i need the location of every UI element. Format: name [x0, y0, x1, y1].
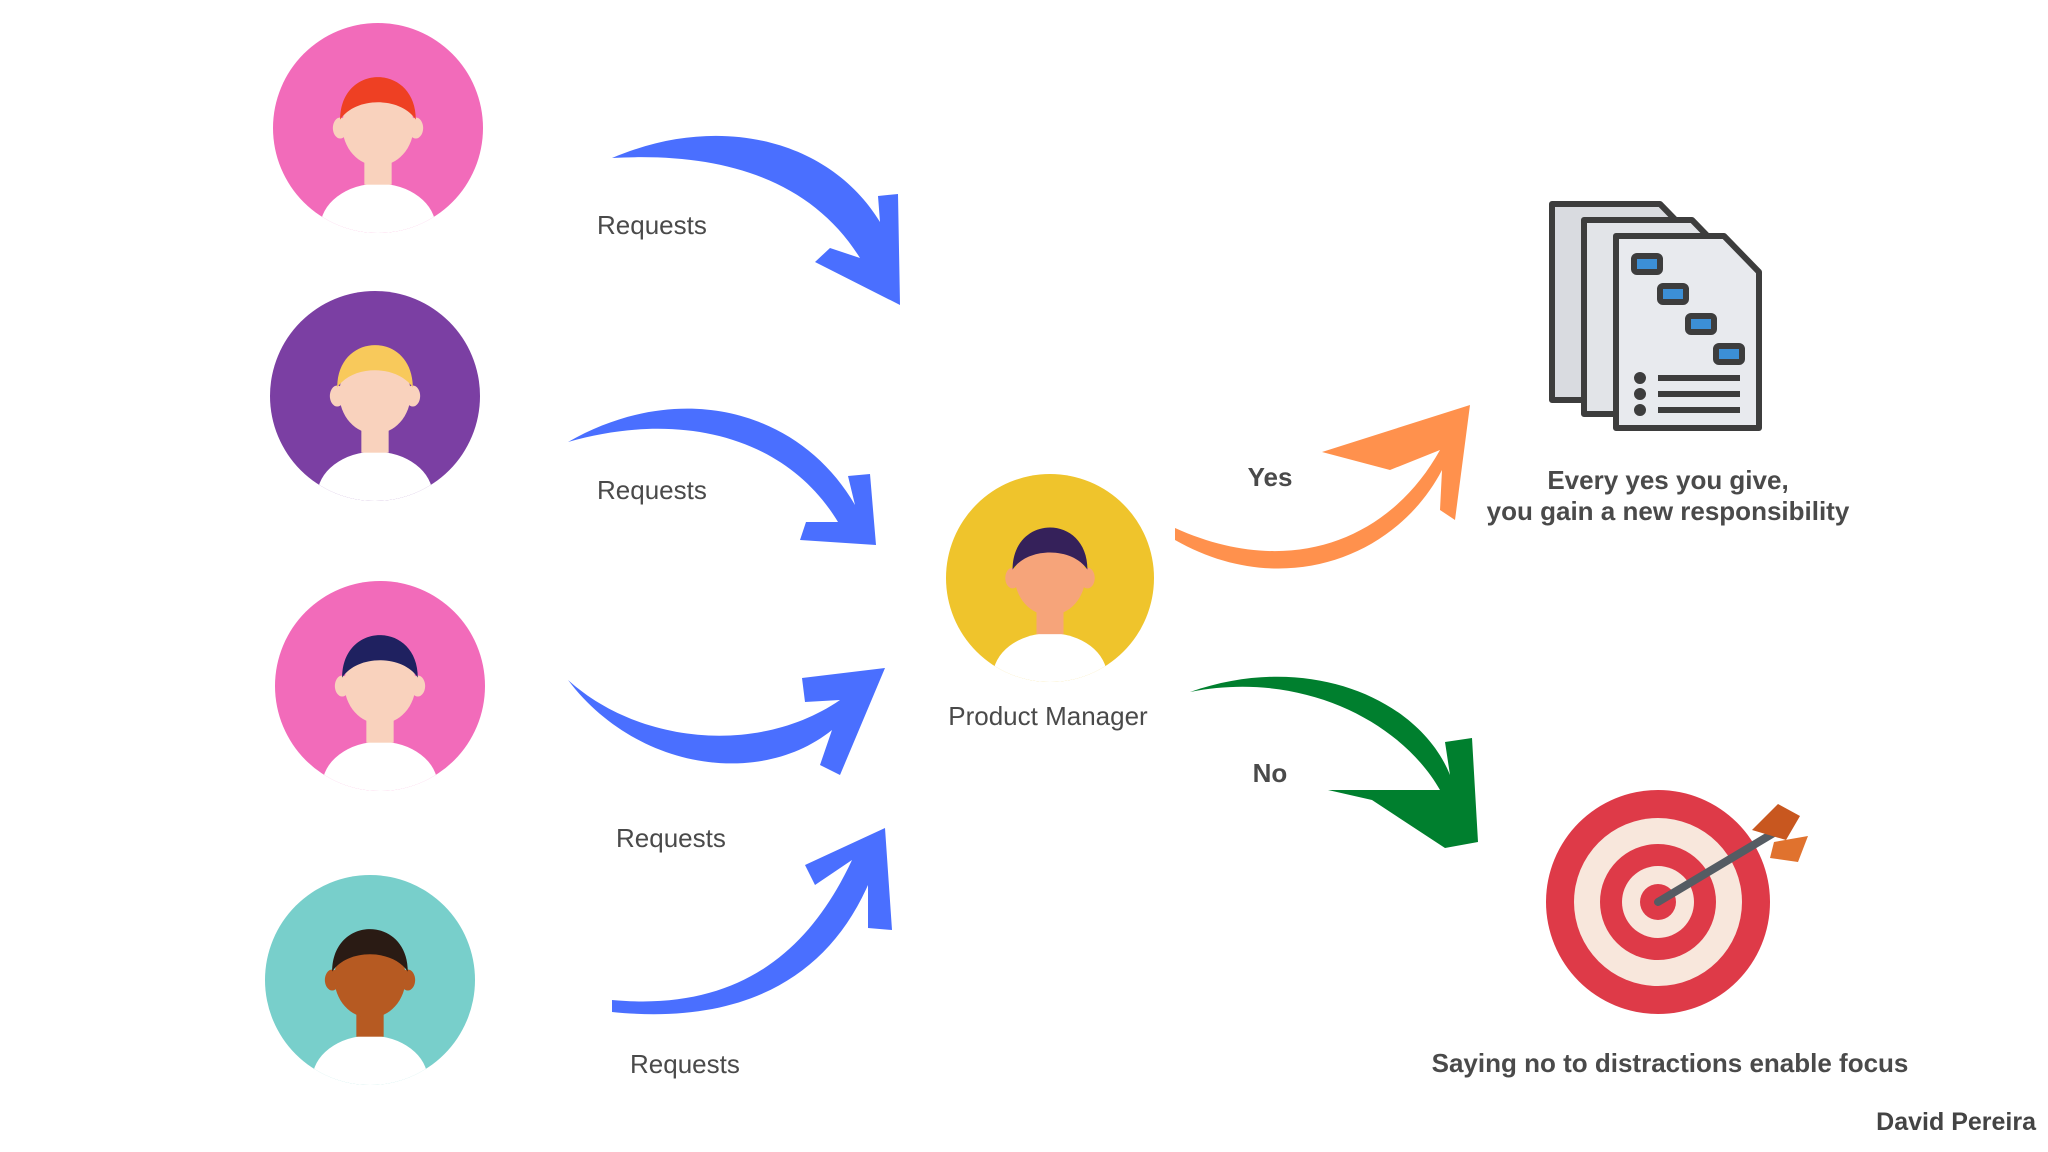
- yes-outcome-line1: Every yes you give,: [1547, 465, 1788, 495]
- target-icon: [1546, 790, 1808, 1014]
- avatar-face: [339, 354, 411, 434]
- documents-icon: [1549, 201, 1762, 431]
- request-arrow-3: [568, 668, 885, 775]
- stakeholder-avatar-2: [270, 291, 480, 501]
- yes-label: Yes: [1248, 462, 1293, 492]
- avatar-hair: [340, 77, 416, 120]
- pm-avatar-figure: [946, 474, 1154, 682]
- request-label-4: Requests: [630, 1049, 740, 1079]
- request-arrows: [568, 135, 900, 1015]
- request-labels: Requests Requests Requests Requests: [597, 210, 740, 1079]
- avatar-shirt: [992, 633, 1108, 682]
- avatar-hair: [332, 929, 408, 972]
- avatar-face: [334, 938, 406, 1018]
- request-arrow-4: [612, 828, 892, 1015]
- product-manager-label: Product Manager: [948, 701, 1148, 731]
- stakeholder-avatar-3: [275, 581, 485, 791]
- avatar-shirt: [320, 183, 436, 233]
- stakeholder-avatar-1: [273, 23, 483, 233]
- avatar-hair: [1012, 527, 1088, 570]
- request-label-2: Requests: [597, 475, 707, 505]
- avatar-shirt: [322, 741, 438, 791]
- avatar-shirt: [317, 451, 433, 501]
- request-arrow-2: [568, 408, 876, 545]
- request-label-1: Requests: [597, 210, 707, 240]
- stakeholder-avatars: [265, 23, 485, 1085]
- product-manager-avatar: [946, 474, 1154, 682]
- author-credit: David Pereira: [1876, 1108, 2037, 1136]
- avatar-shirt: [312, 1035, 428, 1085]
- request-arrow-1: [612, 135, 900, 305]
- no-arrow: [1190, 676, 1478, 848]
- avatar-hair: [337, 345, 413, 388]
- avatar-hair: [342, 635, 418, 678]
- avatar-face: [344, 644, 416, 724]
- request-label-3: Requests: [616, 823, 726, 853]
- avatar-face: [342, 86, 414, 166]
- no-label: No: [1253, 758, 1288, 788]
- yes-arrow: [1175, 405, 1470, 569]
- stakeholder-avatar-4: [265, 875, 475, 1085]
- yes-outcome-line2: you gain a new responsibility: [1487, 496, 1850, 526]
- avatar-face: [1014, 536, 1086, 616]
- no-outcome: Saying no to distractions enable focus: [1432, 1048, 1909, 1078]
